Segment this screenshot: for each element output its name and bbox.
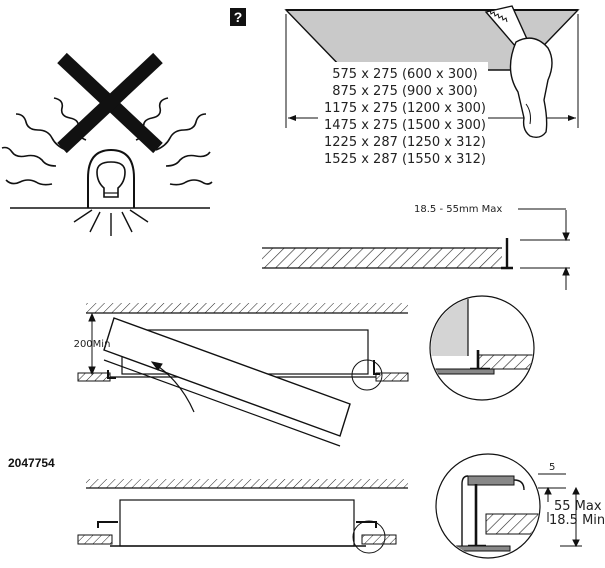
clearance-label: 200Min xyxy=(74,339,111,350)
lip-dimension: 5 xyxy=(549,462,555,473)
product-code: 2047754 xyxy=(8,456,55,470)
panel-size-3: 1175 x 275 (1200 x 300) xyxy=(324,101,486,116)
panel-size-4: 1475 x 275 (1500 x 300) xyxy=(324,118,486,133)
min-dimension: 18.5 Min xyxy=(549,513,605,528)
panel-insertion-diagram xyxy=(77,303,409,447)
help-badge: ? xyxy=(230,8,246,26)
panel-cutting-diagram: 575 x 275 (600 x 300) 875 x 275 (900 x 3… xyxy=(284,5,580,170)
bulb-icon xyxy=(96,161,126,198)
help-badge-label: ? xyxy=(234,9,243,25)
prohibited-cross-icon xyxy=(57,52,163,154)
panel-installed-diagram xyxy=(77,479,408,554)
panel-size-6: 1525 x 287 (1550 x 312) xyxy=(324,152,486,167)
panel-size-5: 1225 x 287 (1250 x 312) xyxy=(324,135,486,150)
clip-detail-zoom xyxy=(429,295,535,401)
saw-icon xyxy=(484,5,553,139)
no-heat-source-warning xyxy=(1,97,213,236)
ceiling-thickness-label: 18.5 - 55mm Max xyxy=(414,204,502,215)
panel-size-2: 875 x 275 (900 x 300) xyxy=(332,84,477,99)
panel-size-1: 575 x 275 (600 x 300) xyxy=(332,67,477,82)
max-dimension: 55 Max xyxy=(554,499,602,514)
ceiling-thickness-diagram xyxy=(262,208,570,290)
